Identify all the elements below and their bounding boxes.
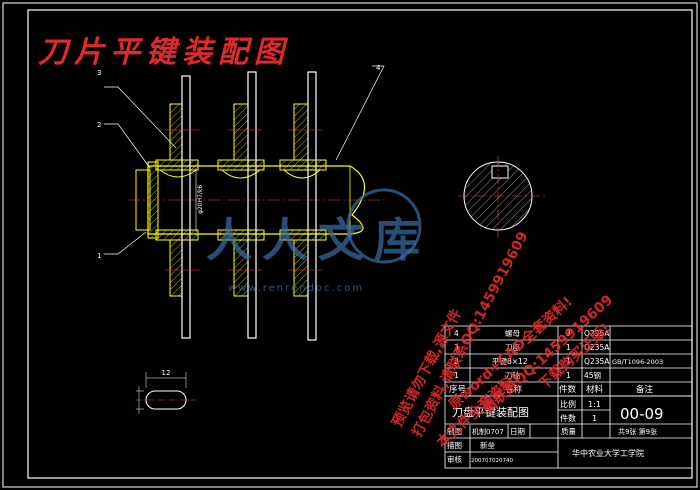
svg-text:1: 1 <box>592 414 597 423</box>
svg-text:4: 4 <box>454 329 459 338</box>
key-detail-view: 12 <box>136 369 196 414</box>
svg-text:Q235A: Q235A <box>584 343 610 352</box>
balloon-3: 3 <box>97 69 101 77</box>
shaft-fit-dimension: φ20H7/k6 <box>197 185 204 214</box>
leader-lines <box>104 65 385 255</box>
svg-text:审核: 审核 <box>447 454 462 464</box>
svg-text:1:1: 1:1 <box>588 400 601 409</box>
balloon-4: 4 <box>376 64 381 72</box>
key-dimension: 12 <box>162 369 171 377</box>
svg-text:制图: 制图 <box>447 426 462 436</box>
svg-text:Q235A: Q235A <box>584 329 610 338</box>
watermark-brand: 人人文库 <box>206 213 430 267</box>
table-row: 3 刀座 1 Q235A <box>454 342 610 352</box>
svg-text:2: 2 <box>454 357 459 366</box>
title-block-text: 刀盘平键装配图 比例 1:1 件数 1 00-09 制图 机制0707 日期 质… <box>447 399 664 464</box>
blade-seat-3 <box>279 71 327 341</box>
title-block <box>444 395 693 469</box>
svg-text:日期: 日期 <box>510 427 525 436</box>
table-row: 2 平键8×12 1 Q235A GB/T1096-2003 <box>454 356 663 366</box>
drawing-title: 刀盘平键装配图 <box>452 405 529 419</box>
svg-text:机制0707: 机制0707 <box>472 427 504 436</box>
table-row: 4 螺母 3 Q235A <box>454 328 610 338</box>
svg-text:3: 3 <box>566 329 571 338</box>
svg-text:新垒: 新垒 <box>480 440 495 450</box>
svg-text:平键8×12: 平键8×12 <box>492 356 528 366</box>
watermark: 人人文库 www.renrendoc.com <box>206 188 430 294</box>
svg-text:描图: 描图 <box>447 440 462 450</box>
balloon-2: 2 <box>97 121 101 129</box>
drawing-number: 00-09 <box>620 405 664 423</box>
svg-text:名称: 名称 <box>505 384 523 395</box>
svg-text:1: 1 <box>566 343 571 352</box>
drawing-frame <box>27 9 693 479</box>
title-banner: 刀片平键装配图 <box>38 35 290 70</box>
svg-text:比例: 比例 <box>560 399 576 409</box>
school-name: 华中农业大学工学院 <box>572 448 644 458</box>
svg-text:件数: 件数 <box>559 384 577 395</box>
svg-text:共9张 第9张: 共9张 第9张 <box>618 427 657 436</box>
svg-text:GB/T1096-2003: GB/T1096-2003 <box>612 358 663 366</box>
shaft-body <box>147 165 366 235</box>
section-view <box>458 156 545 240</box>
bom-rows: 4 螺母 3 Q235A 3 刀座 1 Q235A 2 平键8×12 1 Q23… <box>449 328 663 395</box>
svg-text:件数: 件数 <box>560 413 576 423</box>
svg-text:材料: 材料 <box>586 384 604 395</box>
bom-header: 序号 名称 件数 材料 备注 <box>449 384 654 395</box>
svg-text:备注: 备注 <box>636 384 654 395</box>
svg-text:Q235A: Q235A <box>584 357 610 366</box>
bom-table <box>444 325 693 397</box>
svg-text:刀座: 刀座 <box>505 342 520 352</box>
svg-text:1: 1 <box>454 371 459 380</box>
blade-seat-2 <box>217 71 265 339</box>
svg-text:序号: 序号 <box>449 384 466 395</box>
svg-text:刀轴: 刀轴 <box>505 370 520 380</box>
svg-text:螺母: 螺母 <box>505 328 520 338</box>
svg-text:45钢: 45钢 <box>584 370 601 380</box>
balloon-1: 1 <box>97 252 101 260</box>
blade-seat-1 <box>155 75 199 339</box>
svg-text:3: 3 <box>454 343 459 352</box>
svg-text:质量: 质量 <box>561 426 576 436</box>
table-row: 1 刀轴 1 45钢 <box>454 370 601 380</box>
svg-text:200707020740: 200707020740 <box>471 458 513 464</box>
svg-text:1: 1 <box>566 357 571 366</box>
watermark-url: www.renrendoc.com <box>228 283 364 294</box>
main-assembly-view: φ20H7/k6 3 2 1 4 <box>97 64 385 341</box>
svg-text:1: 1 <box>566 371 571 380</box>
